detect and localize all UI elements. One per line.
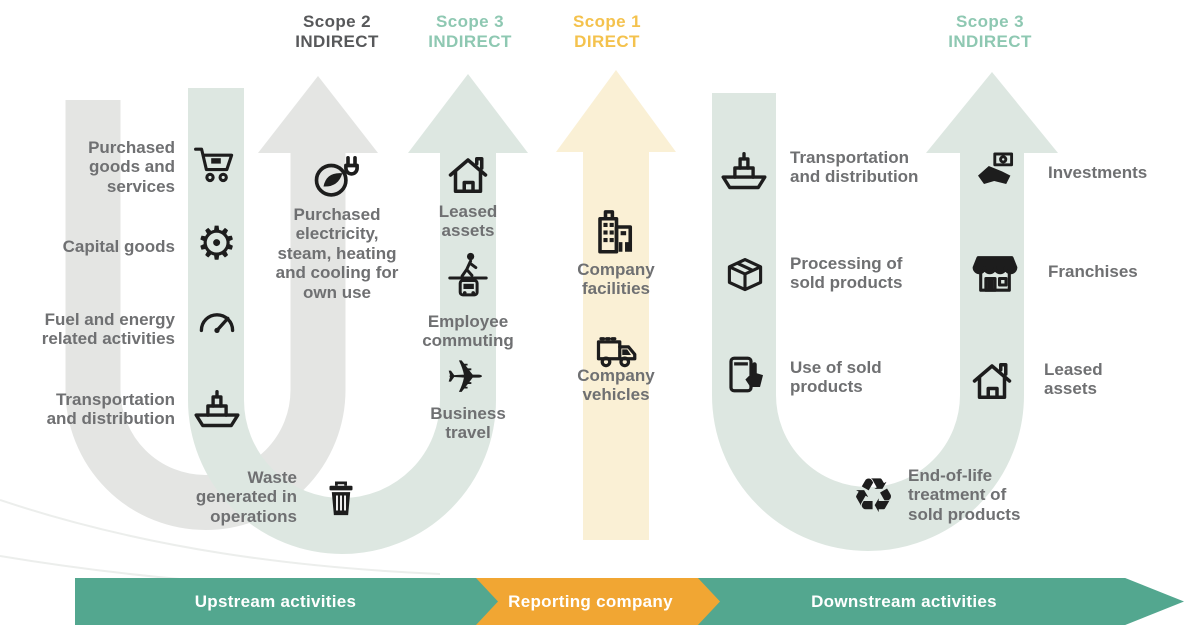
package-box-icon: [721, 250, 769, 298]
upstream-activities-banner: Upstream activities: [75, 578, 498, 625]
recycle-icon: ♻: [852, 472, 895, 520]
scope3-downstream-u-arrow: [712, 72, 1058, 551]
use-of-sold-products-label: Use of sold products: [790, 358, 882, 397]
end-of-life-label: End-of-life treatment of sold products: [908, 466, 1021, 524]
house-icon: [967, 356, 1017, 406]
trash-can-icon: [318, 476, 364, 522]
employee-commuting-label: Employee commuting: [422, 312, 514, 351]
cargo-ship-icon: [718, 142, 770, 194]
storefront-icon: [969, 246, 1021, 298]
scope2-indirect-header: Scope 2 INDIRECT: [295, 12, 379, 52]
waste-label: Waste generated in operations: [195, 468, 297, 526]
gear-icon: ⚙: [196, 220, 237, 266]
fuel-energy-label: Fuel and energy related activities: [41, 310, 175, 349]
recycle-glyph: ♻: [852, 468, 896, 524]
scope3-indirect-upstream-header: Scope 3 INDIRECT: [428, 12, 512, 52]
reporting-company-banner: Reporting company: [475, 578, 720, 625]
leased-assets-upstream-label: Leased assets: [438, 202, 498, 241]
transportation-downstream-label: Transportation and distribution: [790, 148, 919, 187]
scope1-straight-arrow: [556, 70, 676, 540]
buildings-icon: [589, 205, 644, 260]
commuter-icon: [442, 250, 494, 302]
downstream-activities-banner: Downstream activities: [694, 578, 1184, 625]
cargo-ship-icon: [191, 380, 243, 432]
hand-money-icon: [972, 148, 1020, 196]
phone-tap-icon: [721, 352, 771, 402]
company-facilities-label: Company facilities: [577, 260, 655, 299]
downstream-activities-label: Downstream activities: [811, 591, 997, 611]
franchises-label: Franchises: [1048, 262, 1138, 281]
green-energy-icon: [306, 148, 362, 204]
shopping-cart-icon: [192, 142, 240, 190]
reporting-company-label: Reporting company: [508, 591, 673, 611]
gauge-icon: [193, 298, 241, 346]
scope1-direct-header: Scope 1 DIRECT: [573, 12, 641, 52]
house-icon: [443, 150, 493, 200]
business-travel-label: Business travel: [430, 404, 506, 443]
scope2-u-arrow: [65, 76, 378, 530]
upstream-activities-label: Upstream activities: [194, 591, 357, 611]
capital-goods-label: Capital goods: [62, 237, 175, 256]
company-vehicles-label: Company vehicles: [577, 366, 655, 405]
delivery-truck-icon: [591, 325, 641, 375]
scope3-upstream-u-arrow: [188, 74, 528, 554]
processing-sold-products-label: Processing of sold products: [790, 254, 903, 293]
decorative-swoosh-line: [0, 499, 441, 575]
scope3-indirect-downstream-header: Scope 3 INDIRECT: [948, 12, 1032, 52]
purchased-goods-label: Purchased goods and services: [88, 138, 175, 196]
investments-label: Investments: [1048, 163, 1148, 182]
airplane-glyph: ✈: [446, 350, 485, 404]
leased-assets-downstream-label: Leased assets: [1044, 360, 1103, 399]
purchased-electricity-label: Purchased electricity, steam, heating an…: [275, 205, 399, 302]
airplane-icon: ✈: [446, 354, 485, 400]
gear-glyph: ⚙: [196, 216, 238, 270]
transportation-upstream-label: Transportation and distribution: [46, 390, 175, 429]
